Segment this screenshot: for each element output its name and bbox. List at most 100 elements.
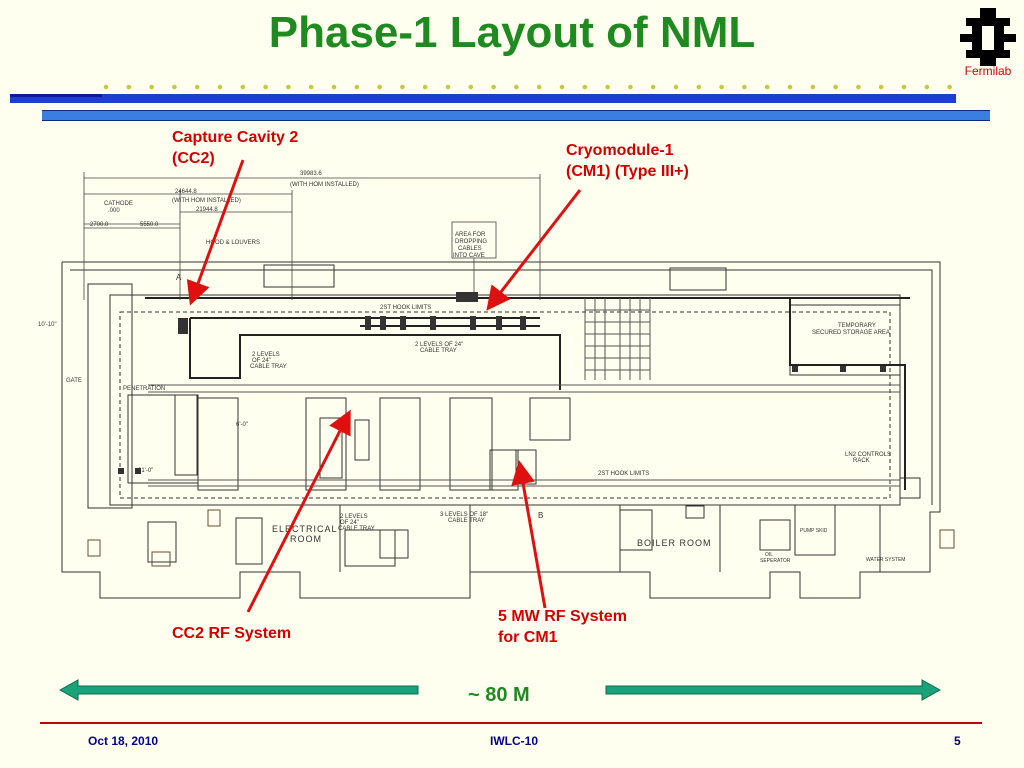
arrow-cc2 [186,159,245,306]
dotted-divider [103,84,952,90]
svg-text:CABLES: CABLES [458,246,482,252]
divider-dot [833,84,838,90]
svg-text:OF 24": OF 24" [252,358,271,364]
fermilab-logo-icon [960,8,1016,66]
divider-dot [764,84,770,90]
label-cryomodule: Cryomodule-1(CM1) (Type III+) [566,142,689,180]
divider-dot [947,84,952,90]
svg-text:BOILER ROOM: BOILER ROOM [637,538,712,548]
svg-text:ROOM: ROOM [290,534,322,544]
svg-text:CABLE TRAY: CABLE TRAY [250,364,287,370]
svg-text:10'-10": 10'-10" [38,322,57,328]
arrow-rf5 [511,460,547,609]
svg-text:CATHODE: CATHODE [104,201,133,207]
divider-dot [286,84,291,90]
scale-label: ~ 80 M [468,684,530,706]
svg-text:2 LEVELS: 2 LEVELS [252,352,280,358]
divider-dot [536,84,542,90]
divider-dot [696,84,702,90]
divider-dot [901,84,907,90]
svg-text:ELECTRICAL: ELECTRICAL [272,524,338,534]
svg-text:(WITH HOM INSTALLED): (WITH HOM INSTALLED) [172,198,241,204]
svg-text:CABLE TRAY: CABLE TRAY [338,526,375,532]
svg-text:CABLE TRAY: CABLE TRAY [420,348,457,354]
svg-text:INTO CAVE: INTO CAVE [453,253,485,259]
svg-text:SECURED STORAGE AREA: SECURED STORAGE AREA [812,330,890,336]
divider-dot [354,84,360,90]
svg-text:5550.0: 5550.0 [140,222,159,228]
svg-text:PUMP SKID: PUMP SKID [800,528,828,534]
footer-event: IWLC-10 [490,734,538,748]
divider-dot [217,84,223,90]
divider-dot [331,84,337,90]
svg-text:CABLE TRAY: CABLE TRAY [448,518,485,524]
dim-text: 39983.6 [300,171,322,177]
svg-text:WATER SYSTEM: WATER SYSTEM [866,557,905,563]
svg-text:21944.8: 21944.8 [196,207,218,213]
arrow-cm1 [486,189,582,311]
svg-text:TEMPORARY: TEMPORARY [838,323,876,329]
divider-dot [149,84,154,90]
divider-dot [468,84,474,90]
svg-text:24644.8: 24644.8 [175,189,197,195]
scale-arrow-right-icon [605,679,942,701]
svg-text:RACK: RACK [853,458,870,464]
divider-dot [263,84,268,90]
divider-dot [445,84,451,90]
divider-dot [742,84,747,90]
svg-text:2 LEVELS OF 24": 2 LEVELS OF 24" [415,342,463,348]
scale-arrows [58,679,942,701]
svg-text:OIL: OIL [765,552,773,558]
divider-dot [878,84,884,90]
divider-dot [103,84,109,90]
divider-dot [422,84,428,90]
header-band [42,110,990,121]
svg-text:A: A [176,273,182,282]
svg-text:OF 24": OF 24" [340,520,359,526]
arrow-cc2-rf [246,409,351,613]
svg-text:DROPPING: DROPPING [455,239,487,245]
svg-text:2ST HOOK LIMITS: 2ST HOOK LIMITS [598,471,649,477]
fermilab-logo-text: Fermilab [964,64,1012,78]
divider-dot [240,84,246,90]
slide-title: Phase-1 Layout of NML [268,8,756,57]
divider-dot [514,84,519,90]
svg-text:PENETRATION: PENETRATION [123,386,165,392]
label-capture-cavity: Capture Cavity 2(CC2) [172,129,299,167]
svg-text:AREA FOR: AREA FOR [455,232,486,238]
svg-text:SEPERATOR: SEPERATOR [760,558,791,564]
svg-text:LN2 CONTROLS: LN2 CONTROLS [845,452,891,458]
divider-dot [559,84,565,90]
svg-text:(WITH HOM INSTALLED): (WITH HOM INSTALLED) [290,182,359,188]
footer-date: Oct 18, 2010 [88,734,159,748]
svg-text:2700.0: 2700.0 [90,222,109,228]
footer-rule [40,722,982,724]
footer-page-number: 5 [954,734,961,748]
divider-dot [172,84,177,90]
svg-text:6'-0": 6'-0" [236,422,248,428]
divider-dot [856,84,861,90]
divider-dot [650,84,656,90]
svg-text:31'-0": 31'-0" [138,468,153,474]
divider-dot [810,84,816,90]
label-cc2-rf-system: CC2 RF System [172,625,292,642]
divider-dot [377,84,382,90]
divider-dot [628,84,633,90]
svg-text:3 LEVELS OF 18": 3 LEVELS OF 18" [440,512,488,518]
svg-text:2 LEVELS: 2 LEVELS [340,514,368,520]
svg-text:2ST HOOK LIMITS: 2ST HOOK LIMITS [380,305,431,311]
divider-dot [491,84,496,90]
svg-text:HOOD & LOUVERS: HOOD & LOUVERS [206,240,260,246]
svg-text:GATE: GATE [66,378,82,384]
divider-dot [194,84,200,90]
divider-dot [582,84,588,90]
divider-dot [924,84,930,90]
scale-arrow-left-icon [58,679,419,701]
header-rule [10,94,956,103]
divider-dot [787,84,793,90]
svg-text:B: B [538,511,543,520]
divider-dot [673,84,679,90]
divider-dot [308,84,314,90]
